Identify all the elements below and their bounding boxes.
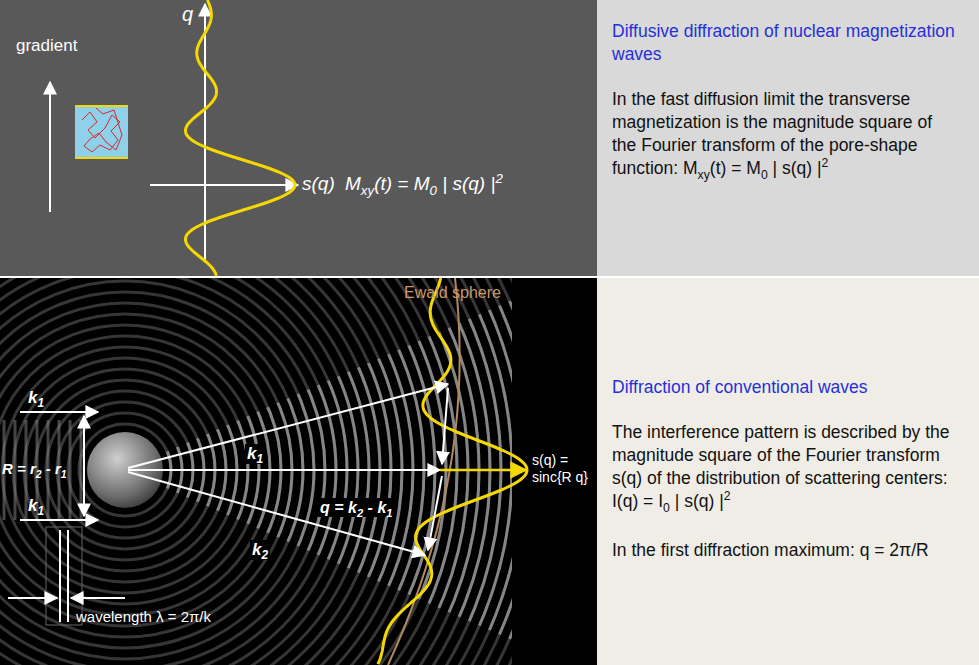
s-axis xyxy=(150,184,298,186)
k-vector xyxy=(20,411,98,413)
diagram-label: s(q) xyxy=(302,173,335,196)
diagram-label: wavelength λ = 2π/k xyxy=(76,608,211,626)
panel-body: The interference pattern is described by… xyxy=(612,421,957,513)
panel-heading: Diffraction of conventional waves xyxy=(612,376,957,399)
panel-body: In the fast diffusion limit the transver… xyxy=(612,88,957,180)
text-panel: Diffusive diffraction of nuclear magneti… xyxy=(597,0,979,276)
panel-body: In the first diffraction maximum: q = 2π… xyxy=(612,539,957,562)
panel-heading: Diffusive diffraction of nuclear magneti… xyxy=(612,20,957,66)
wavelength-arrow xyxy=(71,597,125,599)
diagram-label: gradient xyxy=(16,36,77,56)
q-vector xyxy=(428,476,442,550)
diagram-label: k1 xyxy=(28,388,44,408)
distance-arrow xyxy=(83,416,85,516)
diagram-label: q xyxy=(182,2,193,26)
diagram-label: s(q) = sinc{R q} xyxy=(532,452,594,486)
diagram-label: k1 xyxy=(28,496,44,516)
top-ground xyxy=(0,0,597,276)
diagram-label: Mxy(t) = M0 | s(q) |2 xyxy=(345,173,503,196)
q-vector xyxy=(442,388,448,464)
diagram-label: Ewald sphere xyxy=(404,283,501,302)
k-vector xyxy=(128,472,425,555)
gradient-arrow xyxy=(49,82,51,212)
diagram-label: k1 xyxy=(245,444,265,464)
k-vector xyxy=(128,469,440,471)
wavelength-bar xyxy=(59,530,61,622)
diagram-label: k2 xyxy=(250,540,270,560)
pore-edge xyxy=(75,157,128,159)
intensity-arrow xyxy=(440,469,526,472)
wavelength-arrow xyxy=(8,597,57,599)
diagram-label: R = r2 - r1 xyxy=(2,460,67,478)
sinc-curve xyxy=(186,0,295,276)
wave-fronts xyxy=(0,278,512,665)
pore xyxy=(75,106,128,158)
k-vector xyxy=(128,384,448,468)
k-vector xyxy=(20,519,98,521)
pore-edge xyxy=(75,105,128,107)
random-walk xyxy=(82,108,122,152)
diagram-label: q = k2 - k1 xyxy=(318,498,395,517)
wavelength-bar xyxy=(67,530,69,622)
ewald-sphere xyxy=(388,278,460,665)
text-panel: Diffraction of conventional wavesThe int… xyxy=(597,278,979,665)
wave-fronts xyxy=(0,278,512,665)
